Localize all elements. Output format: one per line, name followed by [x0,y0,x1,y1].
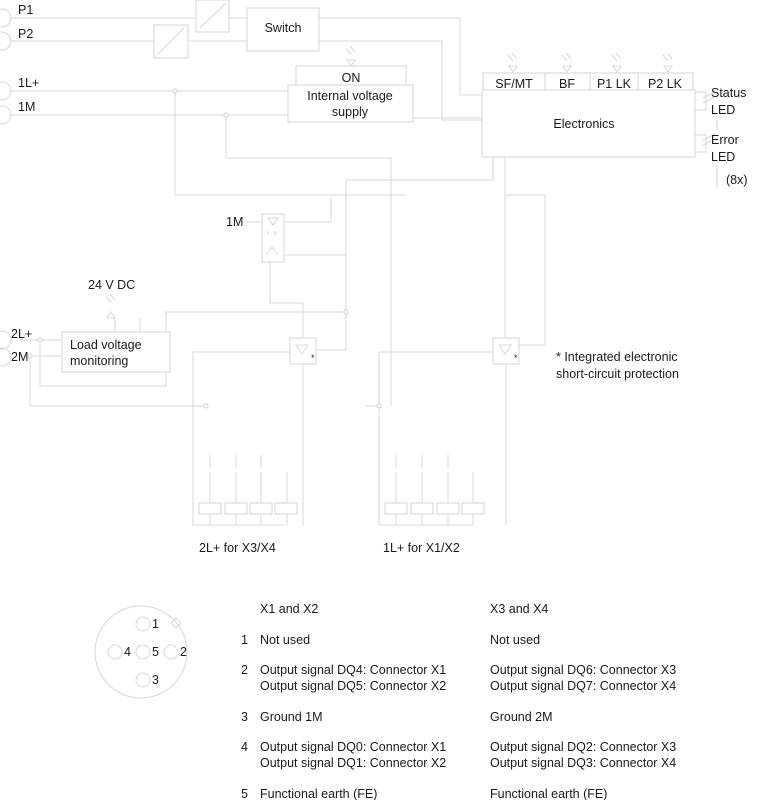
output-right-label: 1L+ for X1/X2 [383,541,460,555]
note-line-1: * Integrated electronic [556,350,678,364]
on-led-label: ON [342,71,361,85]
protection-mark: * [514,353,518,363]
x34-cell: Output signal DQ2: Connector X3 [490,740,676,754]
x34-cell: Not used [490,633,540,647]
p2-label: P2 [18,27,33,41]
load-monitor-label-2: monitoring [70,354,128,368]
m12-connector: 1 2 3 4 5 [94,605,188,699]
led-bf: BF [559,77,575,91]
x12-cell: Output signal DQ0: Connector X1 [260,740,446,754]
load-voltage-monitoring: 24 V DC Load voltage monitoring [61,278,171,373]
supply-label-1: Internal voltage [307,89,393,103]
pin-number: 2 [241,663,248,677]
p1-converter [195,0,230,33]
pin-label-1: 1 [152,617,159,631]
load-monitor-label-1: Load voltage [70,338,142,352]
1m-label: 1M [18,100,35,114]
protection-mark: * [311,353,315,363]
x34-cell: Ground 2M [490,710,553,724]
switch-block: Switch [246,7,320,52]
x12-cell: Output signal DQ5: Connector X2 [260,679,446,693]
pin-number: 1 [241,633,248,647]
pin-number: 3 [241,710,248,724]
note-line-2: short-circuit protection [556,367,679,381]
output-driver-right: * [492,337,520,365]
x12-cell: Ground 1M [260,710,323,724]
error-led-label-2: LED [711,150,735,164]
internal-voltage-supply: ON Internal voltage supply [287,65,414,123]
junction-nodes [27,88,382,409]
output-driver-left: * [289,337,317,365]
pin-label-2: 2 [180,645,187,659]
status-led-label-2: LED [711,103,735,117]
supply-label-2: supply [332,105,369,119]
2m-label: 2M [11,350,28,364]
x34-cell: Output signal DQ3: Connector X4 [490,756,676,770]
x12-cell: Functional earth (FE) [260,787,377,800]
led-sf-mt: SF/MT [495,77,533,91]
pin-assignment-table: X1 and X2 X3 and X4 1 Not used Not used … [241,602,676,800]
p2-converter [153,24,189,59]
electronics-block: SF/MT BF P1 LK P2 LK Electronics Status … [481,52,748,187]
x12-cell: Output signal DQ4: Connector X1 [260,663,446,677]
x12-cell: Output signal DQ1: Connector X2 [260,756,446,770]
pin-label-5: 5 [152,645,159,659]
output-left-label: 2L+ for X3/X4 [199,541,276,555]
pin-label-4: 4 [124,645,131,659]
led-icon [345,45,356,67]
multiplier-label: (8x) [726,173,748,187]
optocoupler: 1M [226,213,285,263]
pin-number: 5 [241,787,248,800]
opto-1m-label: 1M [226,215,243,229]
p1-label: P1 [18,3,33,17]
error-led-label-1: Error [711,133,739,147]
header-x1-x2: X1 and X2 [260,602,318,616]
led-p2-lk: P2 LK [648,77,683,91]
2l-plus-label: 2L+ [11,327,32,341]
x12-cell: Not used [260,633,310,647]
status-led-label-1: Status [711,86,746,100]
led-p1-lk: P1 LK [597,77,632,91]
x34-cell: Functional earth (FE) [490,787,607,800]
x34-cell: Output signal DQ7: Connector X4 [490,679,676,693]
electronics-label: Electronics [553,117,614,131]
pin-number: 4 [241,740,248,754]
dc-label: 24 V DC [88,278,135,292]
pin-label-3: 3 [152,673,159,687]
input-terminals [0,8,12,367]
1l-plus-label: 1L+ [18,76,39,90]
x34-cell: Output signal DQ6: Connector X3 [490,663,676,677]
switch-label: Switch [265,21,302,35]
output-channels [198,455,485,525]
header-x3-x4: X3 and X4 [490,602,548,616]
